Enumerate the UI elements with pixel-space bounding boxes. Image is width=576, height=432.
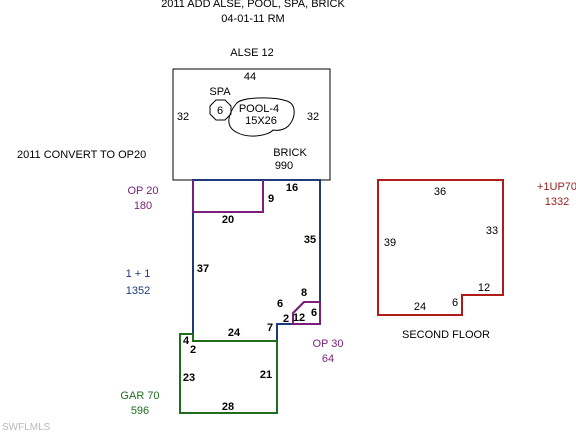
spa-dim: 6 bbox=[217, 105, 223, 117]
brick-label: BRICK bbox=[273, 147, 307, 159]
alse-dim-left: 32 bbox=[177, 111, 189, 123]
main-floor-name: 1 + 1 bbox=[126, 268, 151, 280]
spa-label: SPA bbox=[209, 86, 231, 98]
second-dim-bottom: 24 bbox=[414, 301, 426, 313]
brick-area: 990 bbox=[275, 160, 293, 172]
garage-dim-left: 23 bbox=[183, 372, 195, 384]
pool-label: POOL-4 bbox=[239, 103, 279, 115]
garage-dim-bottom: 28 bbox=[222, 401, 234, 413]
convert-note: 2011 CONVERT TO OP20 bbox=[17, 149, 146, 161]
op30-area: 64 bbox=[322, 353, 334, 365]
garage-dim-right: 21 bbox=[260, 369, 272, 381]
op20-name: OP 20 bbox=[128, 185, 159, 197]
spa-outline bbox=[209, 99, 232, 121]
alse-dim-right: 32 bbox=[307, 111, 319, 123]
op30-dim-7: 7 bbox=[267, 322, 273, 334]
garage-area: 596 bbox=[131, 405, 149, 417]
watermark: SWFLMLS bbox=[2, 422, 51, 432]
second-dim-right: 33 bbox=[486, 225, 498, 237]
garage-outline bbox=[179, 333, 278, 414]
main-dim-right: 35 bbox=[304, 234, 316, 246]
garage-name: GAR 70 bbox=[120, 390, 159, 402]
main-dim-top: 16 bbox=[286, 182, 298, 194]
main-floor-area: 1352 bbox=[126, 285, 150, 297]
op30-dim-6b: 6 bbox=[311, 307, 317, 319]
main-dim-bottom: 24 bbox=[228, 327, 241, 339]
second-floor-label: SECOND FLOOR bbox=[402, 329, 490, 341]
alse-dim-top: 44 bbox=[244, 71, 256, 83]
op30-outline bbox=[292, 301, 321, 325]
second-dim-step-v: 6 bbox=[452, 297, 458, 309]
second-floor-outline bbox=[377, 179, 504, 316]
pool-outline bbox=[228, 97, 295, 137]
second-dim-step-h: 12 bbox=[478, 282, 490, 294]
op20-outline bbox=[192, 180, 264, 213]
op30-dim-2: 2 bbox=[283, 313, 289, 325]
second-dim-left: 39 bbox=[384, 237, 396, 249]
pool-size: 15X26 bbox=[245, 115, 277, 127]
garage-dim-notch-b: 2 bbox=[190, 344, 196, 356]
op20-area: 180 bbox=[134, 200, 152, 212]
second-floor-name: +1UP70 bbox=[537, 181, 576, 193]
garage-dim-notch-a: 4 bbox=[183, 335, 190, 347]
op30-dim-12: 12 bbox=[293, 312, 305, 324]
sketch-title: 2011 ADD ALSE, POOL, SPA, BRICK bbox=[161, 0, 345, 10]
op30-dim-8: 8 bbox=[301, 287, 307, 299]
op30-name: OP 30 bbox=[313, 338, 344, 350]
op30-dim-6a: 6 bbox=[277, 298, 283, 310]
second-floor-area: 1332 bbox=[545, 196, 569, 208]
sketch-date: 04-01-11 RM bbox=[221, 13, 284, 25]
op20-dim-right: 9 bbox=[268, 193, 274, 205]
op20-dim-bottom: 20 bbox=[222, 214, 234, 226]
second-dim-top: 36 bbox=[434, 186, 446, 198]
alse-label: ALSE 12 bbox=[230, 47, 273, 59]
main-dim-left: 37 bbox=[197, 263, 209, 275]
